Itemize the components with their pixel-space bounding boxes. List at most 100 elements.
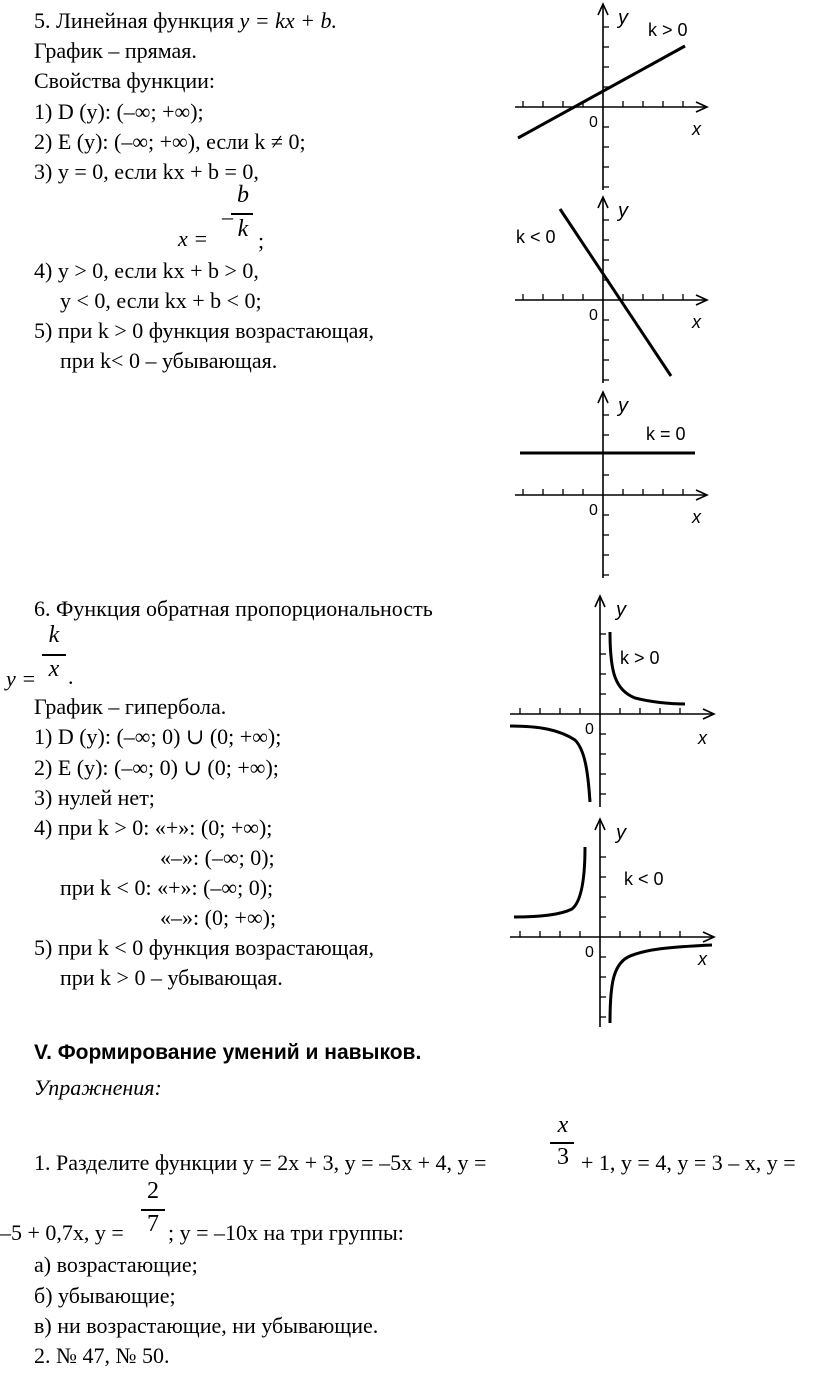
sec6-y-eq: y = bbox=[6, 666, 37, 691]
sec6-prop-5a: 5) при k < 0 функция возрастающая, bbox=[34, 935, 374, 960]
y-axis-label: y bbox=[616, 200, 629, 222]
exercise-1-part-b: + 1, y = 4, y = 3 – x, y = bbox=[581, 1150, 796, 1175]
exercise-1-frac2-line bbox=[141, 1209, 165, 1211]
sec6-title: 6. Функция обратная пропорциональность bbox=[34, 596, 433, 621]
x-ticks bbox=[522, 294, 684, 300]
sec6-prop-4c: при k < 0: «+»: (–∞; 0); bbox=[60, 875, 274, 900]
x-axis-label: x bbox=[697, 949, 708, 969]
origin-label: 0 bbox=[589, 114, 598, 131]
y-ticks bbox=[600, 856, 606, 1018]
k-positive-label: k > 0 bbox=[648, 20, 688, 40]
exercise-1-frac-den: 3 bbox=[557, 1144, 569, 1170]
y-ticks bbox=[603, 219, 609, 381]
hyperbola-branch-fourth-quadrant bbox=[608, 943, 713, 1024]
graph-hyperbola-k-positive: y 0 x k > 0 bbox=[509, 594, 716, 807]
sec5-title: 5. Линейная функция y = kx + b. bbox=[34, 8, 337, 34]
y-ticks bbox=[603, 26, 609, 188]
sec6-prop-2: 2) E (y): (–∞; 0) ∪ (0; +∞); bbox=[34, 755, 279, 780]
sec6-frac-num: k bbox=[48, 622, 60, 648]
x-axis-arrow bbox=[695, 489, 709, 501]
sec5-frac-minus: – bbox=[222, 204, 233, 229]
linear-line-k-negative bbox=[558, 208, 673, 377]
sec6-prop-4d: «–»: (0; +∞); bbox=[160, 905, 277, 930]
origin-label: 0 bbox=[585, 721, 594, 738]
y-axis-arrow bbox=[594, 594, 606, 608]
x-axis-arrow bbox=[695, 294, 709, 306]
sec5-prop-1: 1) D (y): (–∞; +∞); bbox=[34, 99, 204, 124]
y-axis-label: y bbox=[614, 822, 627, 844]
linear-line-k-positive bbox=[517, 44, 686, 140]
sec5-prop-4a: 4) y > 0, если kx + b > 0, bbox=[34, 258, 259, 283]
k-negative-label: k < 0 bbox=[624, 869, 664, 889]
x-ticks bbox=[522, 489, 684, 495]
x-axis-label: x bbox=[697, 728, 708, 748]
exercise-1-frac-num: x bbox=[557, 1112, 569, 1138]
exercise-1-frac-line bbox=[550, 1142, 574, 1144]
sec5-prop-2: 2) E (y): (–∞; +∞), если k ≠ 0; bbox=[34, 129, 306, 154]
sec5-frac-den: k bbox=[237, 216, 249, 242]
sec5-prop-5a: 5) при k > 0 функция возрастающая, bbox=[34, 318, 374, 343]
hyperbola-branch-third-quadrant bbox=[509, 724, 592, 803]
sec5-title-formula: y = kx + b. bbox=[239, 8, 338, 33]
exercise-1-frac2-den: 7 bbox=[147, 1211, 159, 1237]
hyperbola-branch-second-quadrant bbox=[513, 846, 587, 919]
origin-label: 0 bbox=[589, 502, 598, 519]
y-axis-label: y bbox=[614, 599, 627, 621]
x-ticks bbox=[519, 931, 681, 937]
exercise-1-frac2-num: 2 bbox=[147, 1178, 159, 1204]
x-axis-arrow bbox=[695, 101, 709, 113]
sec5-frac-semicolon: ; bbox=[258, 228, 265, 253]
sec5-prop-5b: при k< 0 – убывающая. bbox=[60, 348, 278, 373]
sec6-frac-den: x bbox=[48, 656, 60, 682]
x-axis-label: x bbox=[691, 312, 702, 332]
x-ticks bbox=[519, 708, 681, 714]
sec6-frac-dot: . bbox=[68, 664, 74, 689]
graph-linear-k-zero: y 0 x k = 0 bbox=[515, 390, 709, 578]
hyperbola-branch-first-quadrant bbox=[608, 631, 686, 706]
sec5-title-prefix: 5. Линейная функция bbox=[34, 8, 240, 33]
sec5-frac-line bbox=[231, 213, 253, 215]
y-ticks bbox=[603, 414, 609, 576]
sec5-frac-num: b bbox=[237, 182, 249, 208]
y-axis-arrow bbox=[597, 390, 609, 404]
x-axis-arrow bbox=[702, 708, 716, 720]
graph-hyperbola-k-negative: y 0 x k < 0 bbox=[510, 817, 716, 1027]
sec6-frac-line bbox=[42, 654, 66, 656]
origin-label: 0 bbox=[585, 944, 594, 961]
x-axis-label: x bbox=[691, 507, 702, 527]
k-positive-label: k > 0 bbox=[620, 648, 660, 668]
sec6-prop-5b: при k > 0 – убывающая. bbox=[60, 965, 283, 990]
k-negative-label: k < 0 bbox=[516, 227, 556, 247]
k-zero-label: k = 0 bbox=[646, 424, 686, 444]
option-b: б) убывающие; bbox=[34, 1283, 176, 1308]
sec6-prop-4a: 4) при k > 0: «+»: (0; +∞); bbox=[34, 815, 273, 840]
exercise-1-part-a: 1. Разделите функции y = 2x + 3, y = –5x… bbox=[34, 1150, 487, 1175]
y-axis-arrow bbox=[597, 2, 609, 16]
exercise-1-part-d: ; y = –10x на три группы: bbox=[168, 1220, 404, 1245]
x-axis-label: x bbox=[691, 119, 702, 139]
x-axis-arrow bbox=[702, 931, 716, 943]
sec7-subheading: Упражнения: bbox=[34, 1075, 162, 1100]
graph-linear-k-positive: y 0 x k > 0 bbox=[515, 2, 709, 190]
sec5-props-label: Свойства функции: bbox=[34, 68, 216, 93]
sec5-graph-type: График – прямая. bbox=[34, 38, 197, 63]
y-axis-label: y bbox=[616, 7, 629, 29]
sec7-heading: V. Формирование умений и навыков. bbox=[34, 1041, 422, 1064]
sec5-prop-4b: y < 0, если kx + b < 0; bbox=[60, 288, 262, 313]
y-axis-arrow bbox=[594, 817, 606, 831]
y-axis-arrow bbox=[597, 195, 609, 209]
graph-linear-k-negative: y 0 x k < 0 bbox=[515, 195, 709, 383]
sec6-graph-type: График – гипербола. bbox=[34, 694, 227, 719]
sec5-prop-3: 3) y = 0, если kx + b = 0, bbox=[34, 159, 259, 184]
sec6-prop-1: 1) D (y): (–∞; 0) ∪ (0; +∞); bbox=[34, 724, 282, 749]
sec6-prop-3: 3) нулей нет; bbox=[34, 785, 155, 810]
exercise-2: 2. № 47, № 50. bbox=[34, 1343, 170, 1368]
option-c: в) ни возрастающие, ни убывающие. bbox=[34, 1313, 379, 1338]
sec5-x-eq: x = bbox=[178, 226, 209, 251]
exercise-1-part-c: –5 + 0,7x, y = bbox=[0, 1220, 124, 1245]
option-a: а) возрастающие; bbox=[34, 1252, 198, 1277]
y-axis-label: y bbox=[616, 395, 629, 417]
sec6-prop-4b: «–»: (–∞; 0); bbox=[160, 845, 275, 870]
y-ticks bbox=[600, 633, 606, 795]
origin-label: 0 bbox=[589, 307, 598, 324]
